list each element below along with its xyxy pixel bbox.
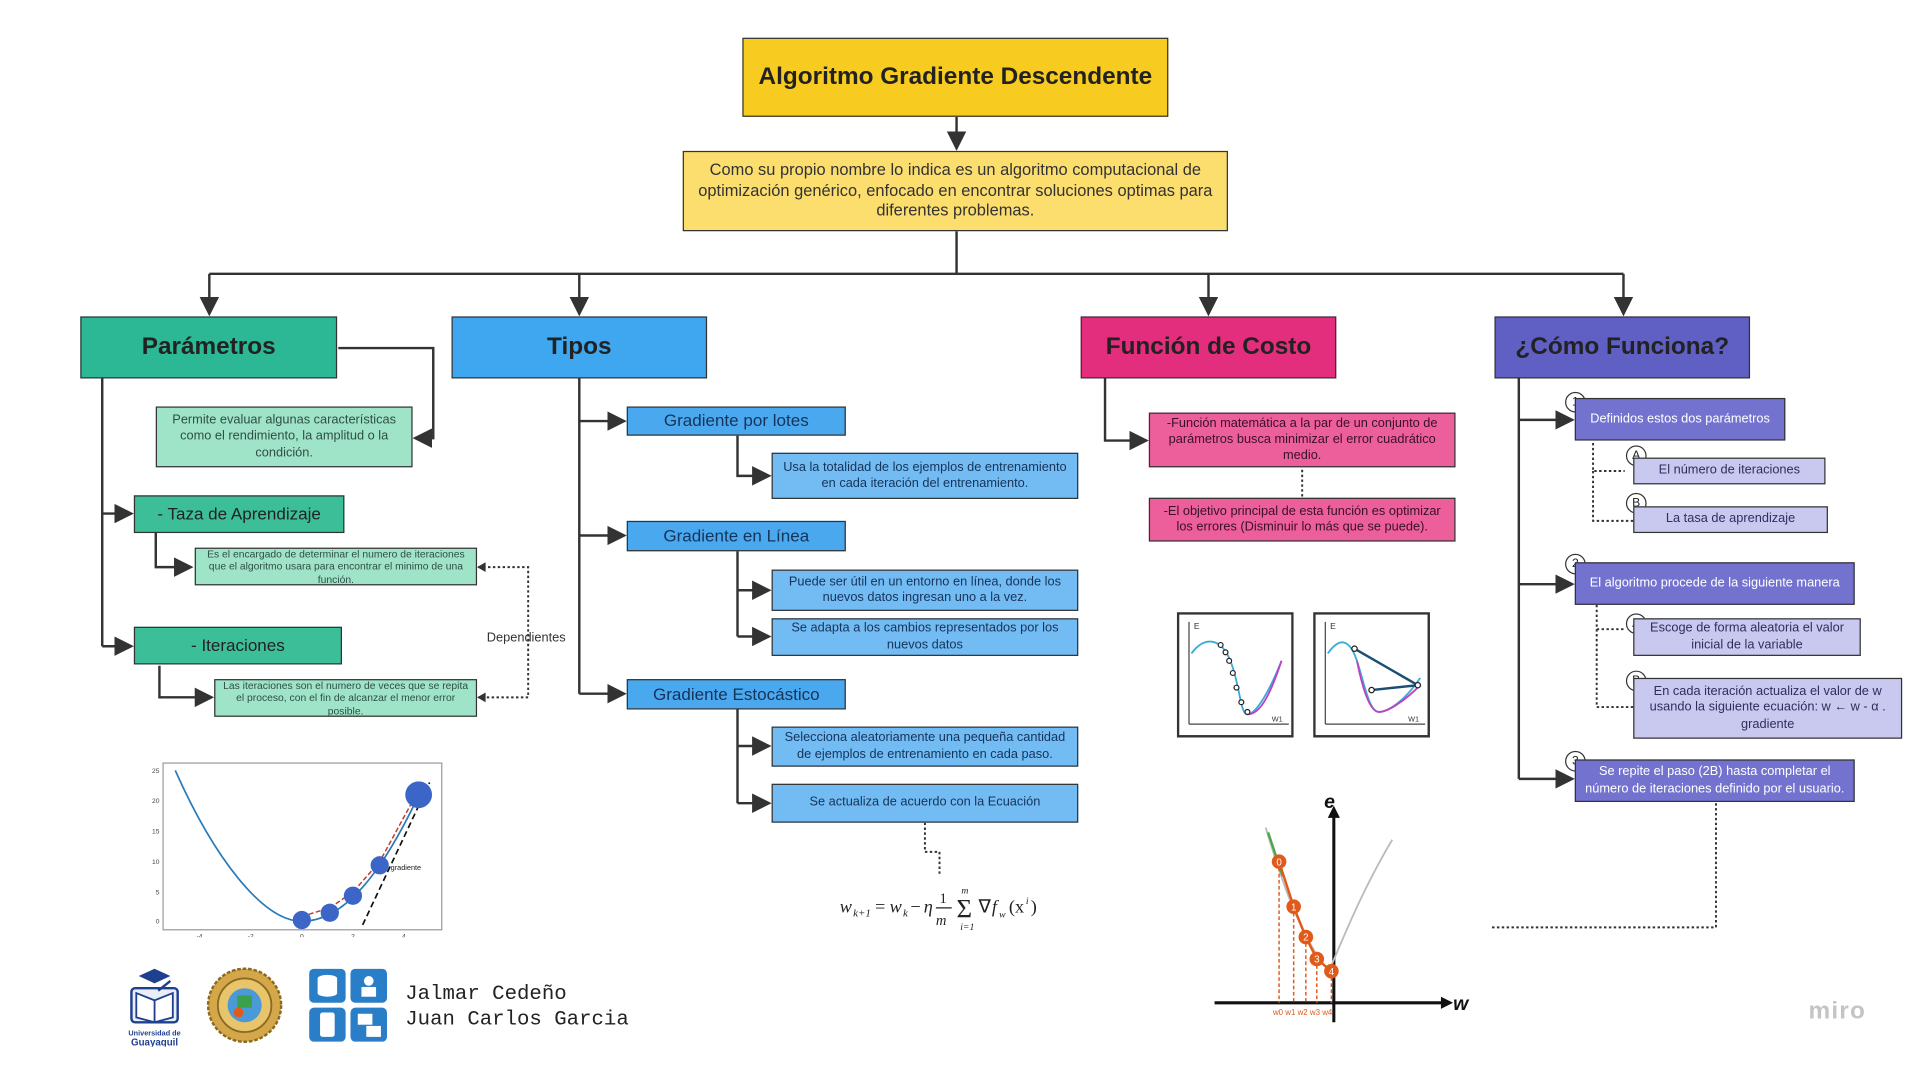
svg-text:w: w: [840, 897, 853, 917]
description-box[interactable]: Como su propio nombre lo indica es un al…: [682, 150, 1228, 232]
linea-desc-2[interactable]: Se adapta a los cambios representados po…: [771, 618, 1079, 656]
taza-desc[interactable]: Es el encargado de determinar el numero …: [194, 547, 478, 586]
w-axis-label: w: [1453, 993, 1470, 1015]
title-box[interactable]: Algoritmo Gradiente Descendente: [742, 37, 1169, 117]
step-2b-box[interactable]: En cada iteración actualiza el valor de …: [1633, 677, 1903, 739]
xtick-neg4: -4: [197, 933, 203, 937]
costo-desc-2[interactable]: -El objetivo principal de esta función e…: [1148, 497, 1456, 542]
svg-text:−: −: [910, 897, 920, 917]
svg-text:∇: ∇: [977, 897, 991, 917]
svg-text:1: 1: [940, 891, 947, 907]
xtick-neg2: -2: [248, 933, 254, 937]
cost-plot-left-xlabel: W1: [1272, 715, 1283, 724]
step-2a-box[interactable]: Escoge de forma aleatoria el valor inici…: [1633, 618, 1861, 656]
xtick-4: 4: [402, 933, 406, 937]
cost-plot-right: E W1: [1313, 612, 1430, 738]
svg-text:η: η: [924, 897, 933, 917]
gradiente-annotation: gradiente: [391, 863, 421, 872]
svg-text:m: m: [961, 885, 968, 896]
error-weight-plot: e w 0 1 2 3 4 w0 w1 w2 w3 w4: [1214, 791, 1470, 1023]
cost-plot-right-ylabel: E: [1330, 621, 1336, 631]
step-4-label: 4: [1329, 967, 1335, 978]
costo-desc-1[interactable]: -Función matemática a la par de un conju…: [1148, 412, 1456, 468]
svg-text:=: =: [875, 897, 885, 917]
step-2-box[interactable]: El algoritmo procede de la siguiente man…: [1574, 562, 1855, 605]
estocastico-desc-2[interactable]: Se actualiza de acuerdo con la Ecuación: [771, 783, 1079, 823]
step-1b-box[interactable]: La tasa de aprendizaje: [1633, 506, 1828, 534]
ytick-0: 0: [156, 919, 160, 926]
funciona-heading[interactable]: ¿Cómo Funciona?: [1494, 316, 1751, 379]
linea-desc-1[interactable]: Puede ser útil en un entorno en línea, d…: [771, 569, 1079, 611]
taza-aprendizaje-node[interactable]: - Taza de Aprendizaje: [133, 495, 345, 534]
gradient-plot: 25 20 15 10 5 0 -4 -2 0 2 4 gradiente: [152, 762, 443, 937]
miro-watermark: miro: [1808, 997, 1867, 1025]
w-ticks-label: w0 w1 w2 w3 w4: [1272, 1008, 1333, 1017]
cost-plot-left-ylabel: E: [1194, 621, 1200, 631]
dependientes-label: Dependientes: [486, 630, 566, 646]
parametros-intro[interactable]: Permite evaluar algunas características …: [155, 406, 413, 468]
ytick-25: 25: [152, 768, 160, 775]
svg-text:i: i: [1026, 896, 1029, 907]
author-1: Jalmar Cedeño: [405, 983, 567, 1007]
svg-text:): ): [1031, 897, 1037, 918]
step-3-box[interactable]: Se repite el paso (2B) hasta completar e…: [1574, 759, 1855, 803]
gradiente-lotes-node[interactable]: Gradiente por lotes: [626, 406, 846, 436]
cost-plot-right-xlabel: W1: [1408, 715, 1419, 724]
step-1a-box[interactable]: El número de iteraciones: [1633, 457, 1826, 485]
ytick-5: 5: [156, 889, 160, 896]
gradiente-estocastico-node[interactable]: Gradiente Estocástico: [626, 679, 846, 710]
systems-icon: [309, 968, 388, 1042]
step-3-label: 3: [1314, 955, 1319, 966]
svg-text:f: f: [992, 897, 1000, 917]
costo-heading[interactable]: Función de Costo: [1080, 316, 1337, 379]
e-axis-label: e: [1324, 791, 1335, 813]
svg-text:w: w: [890, 897, 903, 917]
parametros-heading[interactable]: Parámetros: [80, 316, 338, 379]
svg-text:(x: (x: [1009, 897, 1024, 918]
svg-text:i=1: i=1: [960, 922, 974, 933]
xtick-2: 2: [351, 933, 355, 937]
svg-text:Universidad de: Universidad de: [128, 1029, 180, 1038]
xtick-0: 0: [300, 933, 304, 937]
sgd-equation-image: w k+1 = w k − η 1 m Σ m i=1 ∇ f w (x i ): [840, 885, 1037, 933]
ytick-10: 10: [152, 859, 160, 866]
tipos-heading[interactable]: Tipos: [451, 316, 708, 379]
step-1-box[interactable]: Definidos estos dos parámetros: [1574, 397, 1786, 441]
iteraciones-node[interactable]: - Iteraciones: [133, 626, 342, 665]
svg-text:Guayaquil: Guayaquil: [131, 1037, 178, 1046]
step-0-label: 0: [1276, 857, 1282, 868]
svg-text:Σ: Σ: [957, 894, 973, 924]
svg-text:k: k: [903, 907, 909, 919]
lotes-desc[interactable]: Usa la totalidad de los ejemplos de entr…: [771, 452, 1079, 499]
author-2: Juan Carlos Garcia: [405, 1008, 629, 1033]
faculty-seal: [206, 967, 283, 1043]
estocastico-desc-1[interactable]: Selecciona aleatoriamente una pequeña ca…: [771, 726, 1079, 767]
step-2-label: 2: [1303, 933, 1308, 944]
svg-text:m: m: [936, 913, 947, 929]
svg-text:k+1: k+1: [853, 907, 871, 919]
university-logo: Universidad de Guayaquil: [128, 968, 181, 1047]
ytick-20: 20: [152, 798, 160, 805]
cost-plot-left: E W1: [1176, 612, 1294, 738]
iteraciones-desc[interactable]: Las iteraciones son el numero de veces q…: [214, 679, 478, 717]
svg-text:w: w: [999, 910, 1006, 921]
gradiente-linea-node[interactable]: Gradiente en Línea: [626, 520, 846, 552]
ytick-15: 15: [152, 829, 160, 836]
step-1-label: 1: [1291, 902, 1296, 913]
